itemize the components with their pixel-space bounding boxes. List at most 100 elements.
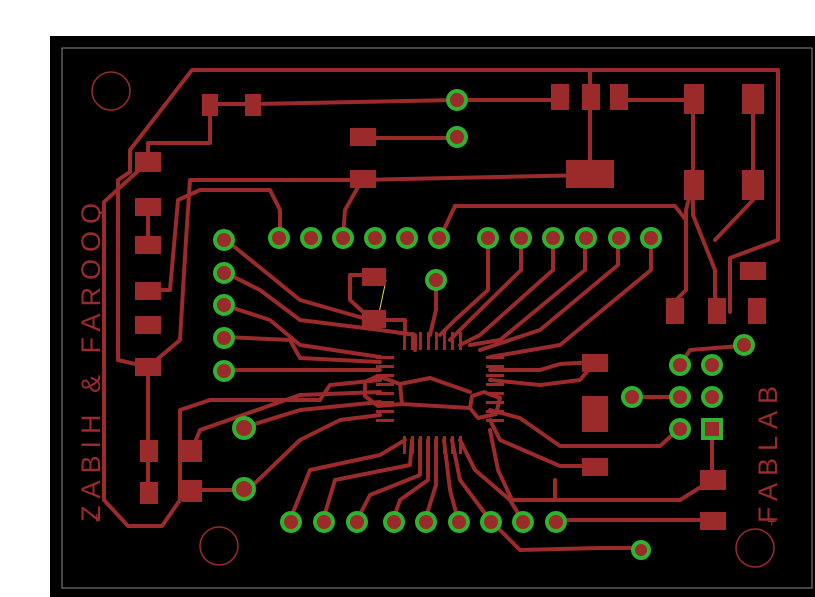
pad [350,128,376,146]
pad [362,268,386,286]
left-label: ZABIH & FAROOQ [76,196,106,522]
trace [442,438,460,522]
via [448,511,470,533]
trace [400,402,472,410]
trace [398,376,472,394]
trace [222,335,382,364]
trace [488,236,653,359]
trace [453,204,688,222]
trace [458,236,555,347]
pad [135,236,161,254]
trace [438,236,490,337]
via [446,126,468,148]
pad [582,354,608,372]
pad [684,170,704,200]
trace [448,236,523,342]
via [575,227,597,249]
via [446,89,468,111]
trace [488,360,597,372]
trace [391,438,430,522]
trace [488,428,557,502]
pad [140,482,158,504]
trace [348,273,375,322]
trace [210,98,562,106]
via [480,511,502,533]
pad [708,298,726,324]
pad [135,198,161,216]
trace [355,438,422,522]
via [701,354,723,376]
trace [488,418,597,468]
pad [135,282,161,300]
pad [582,84,600,110]
via [733,334,755,356]
trace [146,173,592,369]
pad [245,94,261,116]
trace [478,236,620,352]
trace [146,102,212,162]
via [300,227,322,249]
board-border [61,47,813,589]
pad [551,84,569,110]
via [213,327,235,349]
via [396,227,418,249]
plus-left: + [92,510,101,527]
pad [742,84,764,114]
trace [458,438,524,522]
square-pad [701,418,723,440]
pad [566,160,614,188]
pad [742,170,764,200]
trace [222,303,382,359]
via [608,227,630,249]
via [213,294,235,316]
via [213,360,235,382]
pad [610,84,628,110]
via [280,511,302,533]
pad [182,440,202,462]
via [477,227,499,249]
right-label: FABLAB [753,379,783,523]
trace [146,188,282,292]
via [631,540,651,560]
pad [582,414,608,432]
pad [140,440,158,462]
via [669,418,691,440]
via [332,227,354,249]
via [232,477,256,501]
via [542,227,564,249]
trace [423,438,438,522]
via [428,227,450,249]
mounting-hole-bottom-left [199,526,239,566]
via [512,511,534,533]
via [268,227,290,249]
via [669,354,691,376]
trace [128,68,780,314]
via [415,511,437,533]
via [640,227,662,249]
pad [202,94,218,116]
via [232,416,256,440]
via [364,227,386,249]
via [545,511,567,533]
trace [450,438,492,522]
trace [222,270,417,352]
trace [288,438,407,522]
via [213,262,235,284]
via [621,386,643,408]
via [425,269,447,291]
via [213,229,235,251]
via [669,386,691,408]
pad [666,298,684,324]
trace [553,478,714,502]
pad [740,262,766,280]
pad [582,396,608,414]
plus-right: + [767,514,776,531]
smd-pads [135,84,766,530]
ic-pins [376,332,504,454]
via [510,227,532,249]
pad [582,458,608,476]
pad [700,512,726,530]
pad [135,358,161,376]
trace [240,400,382,430]
